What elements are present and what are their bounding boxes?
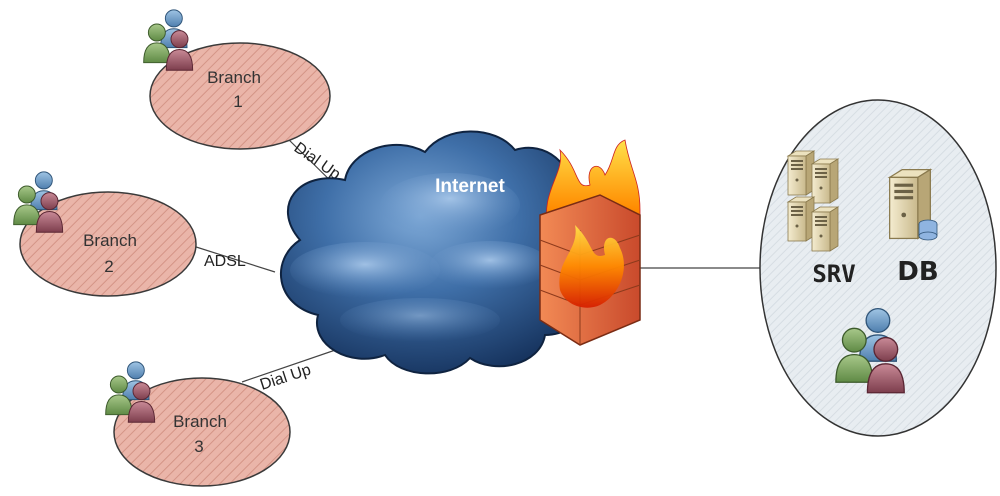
branch-1-label: Branch: [207, 68, 261, 87]
server-rack-icon: [787, 150, 839, 252]
link-label-branch-2: ADSL: [204, 253, 246, 270]
branch-2-number: 2: [104, 257, 113, 276]
link-line-branch-3: [241, 344, 351, 383]
cloud-label: Internet: [435, 176, 505, 197]
branch-1-ellipse: [149, 42, 331, 150]
cloud-icon: Internet: [279, 130, 593, 375]
branch-2: Branch 2: [13, 171, 197, 297]
firewall-icon: [539, 139, 641, 346]
database-label: DB: [897, 257, 938, 287]
server-label: SRV: [812, 260, 855, 288]
people-group-icon: [13, 171, 64, 233]
link-line-branch-2: [192, 245, 276, 273]
link-label-branch-3: Dial Up: [258, 361, 313, 393]
datacenter: SRV DB: [759, 99, 997, 437]
people-group-icon: [105, 361, 156, 423]
branch-1: Branch 1: [143, 9, 331, 150]
branch-3-number: 3: [194, 437, 203, 456]
branch-1-number: 1: [233, 92, 242, 111]
branch-2-label: Branch: [83, 231, 137, 250]
link-label-branch-1: Dial Up: [291, 139, 344, 183]
branch-3: Branch 3: [105, 361, 291, 487]
branch-3-ellipse: [113, 377, 291, 487]
database-server-icon: [888, 168, 938, 241]
branch-2-ellipse: [19, 191, 197, 297]
people-group-icon: [143, 9, 194, 71]
branch-3-label: Branch: [173, 412, 227, 431]
